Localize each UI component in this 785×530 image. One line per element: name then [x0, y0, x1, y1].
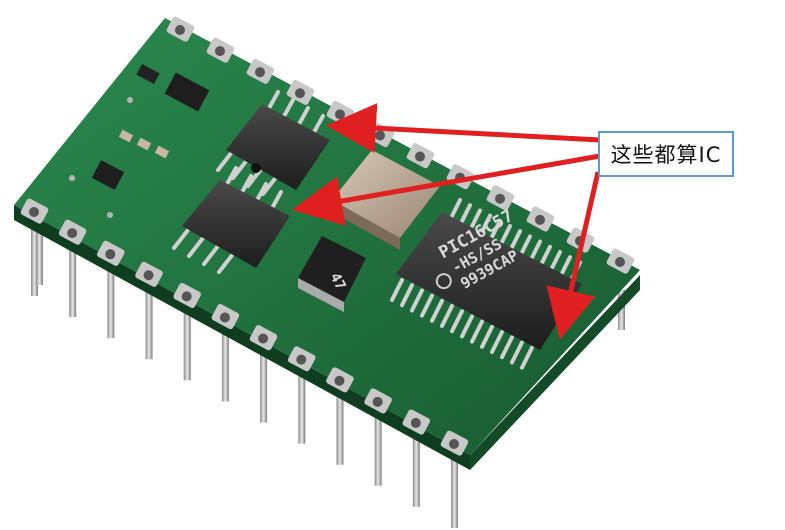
arrow-to-pic-chip — [546, 171, 601, 340]
microchip-logo-icon — [435, 273, 452, 290]
bottom-pads — [20, 198, 469, 456]
annotation-arrows — [292, 103, 601, 340]
back-pins — [36, 225, 625, 330]
pic-chip: PIC16C57 -HS/SS 9939CAP — [390, 198, 582, 370]
arrow-to-upper-ic — [326, 103, 601, 154]
smd-components — [69, 64, 251, 241]
annotation-label: 这些都算IC — [610, 143, 722, 167]
front-pins — [31, 218, 458, 528]
ic-upper — [216, 90, 330, 196]
small-chip-marking: 47 — [326, 270, 348, 292]
ic-lower — [172, 166, 290, 274]
small-component: 47 — [298, 236, 366, 312]
annotation-callout: 这些都算IC — [598, 131, 734, 177]
arrow-to-lower-ic — [292, 153, 601, 226]
board-edge — [14, 205, 470, 470]
